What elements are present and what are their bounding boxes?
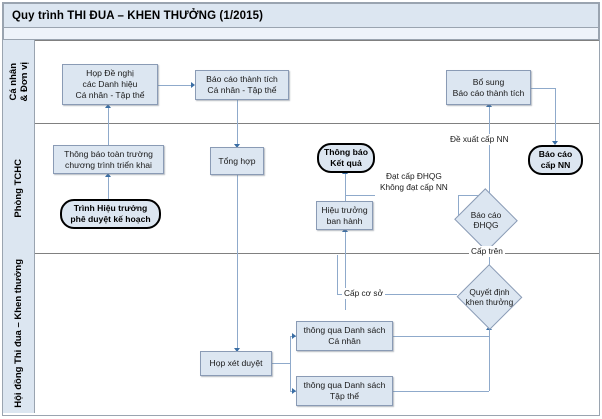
node-thong-bao-toan-truong[interactable]: Thông báo toàn trường chương trình triển… (53, 145, 164, 174)
lane-label-text: Hội đồng Thi đua – Khen thưởng (13, 258, 24, 408)
node-bao-cao-dhqg[interactable]: Báo cáo ĐHQG (454, 188, 518, 252)
edge-label-cap-co-so: Cấp cơ sở (342, 288, 386, 299)
arrow-dexuat-to-bosung (486, 103, 492, 107)
arrow-hop-to-baocao (191, 82, 195, 88)
arrow-baocao-to-tonghop (234, 144, 240, 148)
lane-label-ca-nhan-don-vi: Cá nhân & Đơn vị (3, 40, 35, 123)
arrow-into-hieutruong (342, 228, 348, 232)
connector-capcoso (337, 294, 457, 295)
connector-baocao-to-tonghop (237, 100, 238, 148)
connector-bosung-to-capnn-v (555, 88, 556, 144)
node-hop-xet-duyet[interactable]: Họp xét duyệt (200, 351, 272, 376)
connector-dhqg-to-hieutruong-h (345, 195, 375, 196)
connector-danhsach-riser (489, 328, 490, 391)
connector-thongbao-to-hop (108, 104, 109, 146)
node-hieu-truong-ban-hanh[interactable]: Hiệu trưởng ban hành (316, 201, 373, 230)
lane-row-ca-nhan-don-vi (3, 40, 599, 123)
connector-dexuat-capnn (489, 105, 490, 194)
lane-label-text: Phòng TCHC (13, 158, 24, 218)
lane-label-phong-tchc: Phòng TCHC (3, 123, 35, 253)
connector-dhqg-branch-h (458, 195, 490, 196)
node-quyet-dinh-khen-thuong[interactable]: Quyết định khen thưởng (456, 264, 523, 330)
node-bao-cao-dhqg-label: Báo cáo ĐHQG (470, 210, 502, 230)
node-bo-sung[interactable]: Bổ sung Báo cáo thành tích (446, 70, 531, 105)
node-quyet-dinh-label: Quyết định khen thưởng (465, 287, 514, 307)
arrow-hopxet-to-tapthe (292, 388, 296, 394)
connector-bosung-to-capnn-h (530, 88, 555, 89)
node-bao-cao-thanh-tich[interactable]: Báo cáo thành tích Cá nhân - Tập thể (195, 70, 289, 100)
connector-hopxet-to-tapthe-v (290, 363, 291, 391)
lane-row-phong-tchc (3, 123, 599, 253)
edge-label-dat-cap-dhqg: Đạt cấp ĐHQG Không đạt cấp NN (378, 171, 450, 193)
page-title: Quy trình THI ĐUA – KHEN THƯỞNG (1/2015) (12, 9, 264, 22)
edge-label-cap-tren: Cấp trên (469, 246, 505, 257)
node-hop-de-nghi[interactable]: Họp Đề nghị các Danh hiệu Cá nhân - Tập … (62, 64, 158, 105)
connector-hopxet-stub (272, 363, 290, 364)
connector-hopxet-to-canhan-v (290, 336, 291, 363)
arrow-thongbao-to-hop (105, 104, 111, 108)
lane-row-hoi-dong (3, 253, 599, 413)
connector-tonghop-to-hopxetduyet (237, 175, 238, 352)
node-danh-sach-ca-nhan[interactable]: thông qua Danh sách Cá nhân (296, 321, 393, 351)
node-bao-cao-cap-nn[interactable]: Báo cáo cấp NN (528, 145, 583, 175)
diagram-title-bar: Quy trình THI ĐUA – KHEN THƯỞNG (1/2015) (3, 3, 599, 28)
arrow-hopxet-to-canhan (292, 333, 296, 339)
connector-hieutruong-to-ketqua (345, 172, 346, 202)
connector-dhqg-branch-v (458, 195, 459, 219)
lane-label-hoi-dong: Hội đồng Thi đua – Khen thưởng (3, 253, 35, 413)
lane-label-text: Cá nhân & Đơn vị (7, 61, 30, 102)
connector-capcoso-riser (337, 255, 338, 295)
node-tong-hop[interactable]: Tổng hợp (210, 147, 264, 175)
arrow-tonghop-to-hopxetduyet (234, 348, 240, 352)
node-trinh-hieu-truong[interactable]: Trình Hiệu trưởng phê duyệt kế hoạch (60, 199, 161, 229)
node-danh-sach-tap-the[interactable]: thông qua Danh sách Tập thể (296, 376, 393, 406)
arrow-trinh-to-thongbao (105, 173, 111, 177)
connector-hop-to-baocao (158, 85, 193, 86)
edge-label-de-xuat-cap-nn: Đề xuất cấp NN (448, 134, 511, 145)
arrow-bosung-to-capnn (552, 141, 558, 145)
connector-canhan-to-quyetdinh (393, 336, 489, 337)
connector-tapthe-to-quyetdinh (393, 391, 489, 392)
diagram-subheader-band (3, 28, 599, 40)
connector-trinh-to-thongbao (108, 173, 109, 200)
node-thong-bao-ket-qua[interactable]: Thông báo Kết quả (317, 143, 375, 173)
connector-up-into-hieutruong (345, 230, 346, 310)
